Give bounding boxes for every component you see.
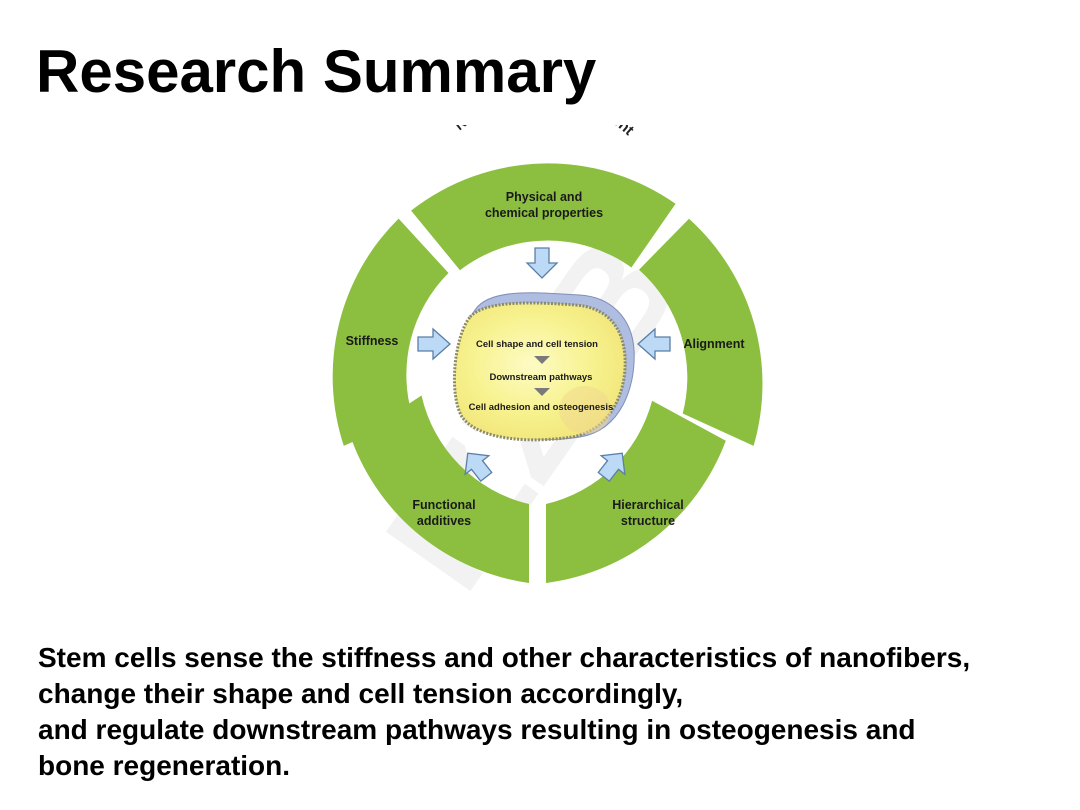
cell-step-shape-tension: Cell shape and cell tension [476,339,598,350]
diagram-svg: IZZ-B Nanofibrous Environment Physical a… [332,89,763,618]
summary-line-2: change their shape and cell tension acco… [38,678,684,709]
segment-label-hierarchical-2: structure [621,514,675,528]
summary-line-1: Stem cells sense the stiffness and other… [38,642,971,673]
segment-label-alignment: Alignment [683,337,745,351]
segment-label-functional-1: Functional [412,498,475,512]
cell-step-downstream: Downstream pathways [490,372,593,383]
arrow-up-left-icon [597,452,626,483]
cell-step-adhesion: Cell adhesion and osteogenesis [469,402,614,413]
page-title: Research Summary [36,38,597,105]
ring-label-path: Nanofibrous Environment [451,89,637,139]
arrow-right-icon [417,327,451,361]
nucleus [559,386,611,434]
segment-label-functional-2: additives [417,514,471,528]
summary-line-3: and regulate downstream pathways resulti… [38,714,916,745]
step-arrow-1 [534,356,550,364]
arrow-down-icon [525,247,559,279]
arrow-left-icon [637,327,671,361]
ring-label: Nanofibrous Environment [451,125,637,139]
segment-functional-additives [352,395,529,583]
segment-alignment [639,218,763,446]
arrow-up-right-icon [464,452,493,483]
segment-label-hierarchical-1: Hierarchical [612,498,684,512]
cell [452,292,635,442]
step-arrow-2 [534,388,550,396]
summary-line-4: bone regeneration. [38,750,291,781]
summary-text: Stem cells sense the stiffness and other… [38,640,1058,784]
nanofibrous-environment-diagram: IZZ-B Nanofibrous Environment Physical a… [300,89,780,618]
segment-label-physical-1: Physical and [506,190,582,204]
segment-stiffness [332,218,449,446]
segment-physical-chemical [411,163,676,271]
ring-segments [332,163,763,583]
segment-label-physical-2: chemical properties [485,206,603,220]
segment-hierarchical-structure [546,400,726,583]
segment-label-stiffness: Stiffness [346,334,399,348]
